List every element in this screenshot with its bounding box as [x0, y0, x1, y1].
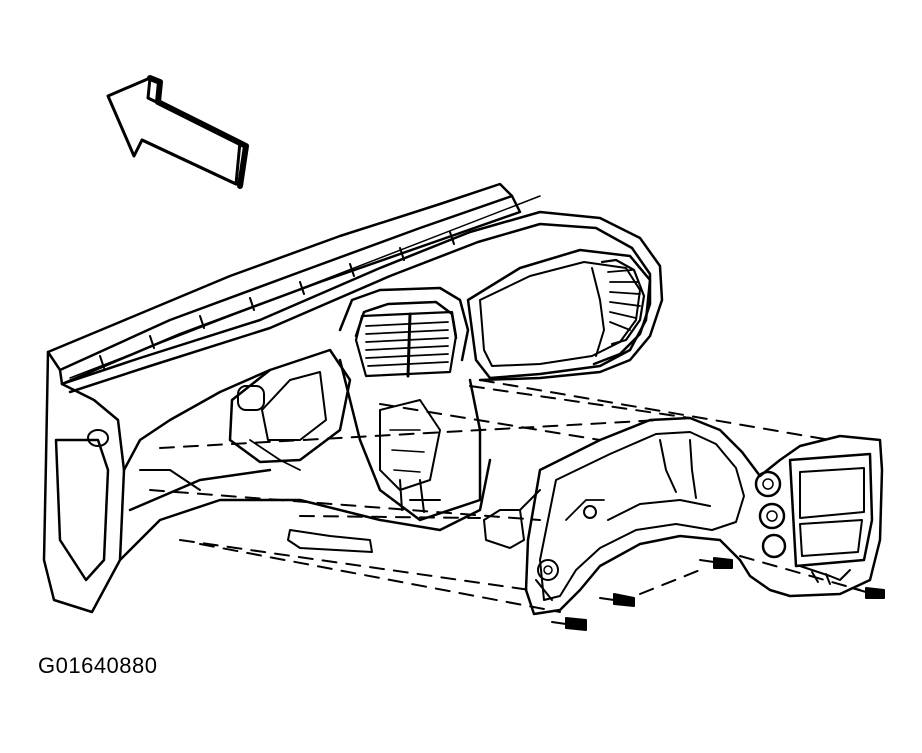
- alignment-lines: [149, 379, 861, 613]
- figure-code-label: G01640880: [38, 653, 158, 678]
- steering-column-opening: [228, 348, 352, 464]
- screw-1: [599, 593, 635, 607]
- instrument-panel-trim-bezel: [483, 416, 884, 616]
- front-direction-arrow: [106, 75, 249, 189]
- screw-3: [699, 557, 733, 569]
- bezel-fasteners: [551, 557, 885, 631]
- windshield-defroster-grille: [46, 182, 541, 386]
- screw-2: [551, 617, 587, 631]
- center-air-outlets: [354, 258, 646, 378]
- radio-hvac-bezel-opening: [754, 452, 874, 585]
